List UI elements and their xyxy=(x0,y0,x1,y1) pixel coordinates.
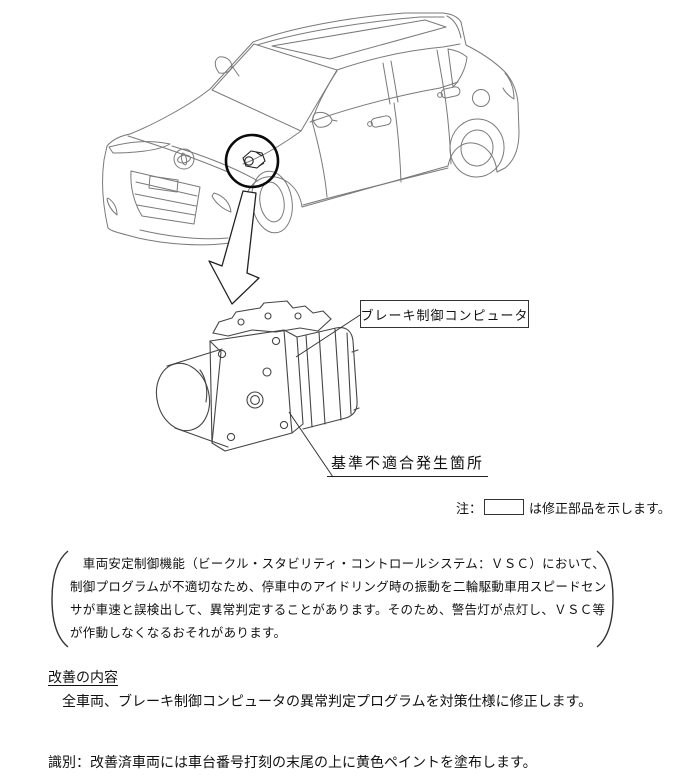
defect-description-line: 制御プログラムが不適切なため、停車中のアイドリング時の振動を二輪駆動車用スピード… xyxy=(70,580,607,594)
improvement-heading: 改善の内容 xyxy=(48,669,118,685)
repair-part-box-symbol xyxy=(484,499,525,515)
improvement-body: 全車両、ブレーキ制御コンピュータの異常判定プログラムを対策仕様に修正します。 xyxy=(48,693,593,709)
brake-actuator-drawing xyxy=(155,300,360,452)
note-prefix: 注： xyxy=(456,500,483,516)
callout-leader-line xyxy=(295,314,361,358)
rear-wheel xyxy=(449,118,505,178)
door-handle-rear xyxy=(437,86,461,99)
far-side-mirror xyxy=(214,56,240,77)
defect-description-block: 車両安定制御機能（ビークル・スタビリティ・コントロールシステム：ＶＳＣ）において… xyxy=(70,553,607,645)
note-line: 注： は修正部品を示します。 xyxy=(456,497,671,517)
fuel-door xyxy=(472,89,490,107)
brand-emblem xyxy=(173,148,195,170)
defect-leader-line xyxy=(288,411,334,478)
ecu-housing xyxy=(296,327,360,430)
door-handle-front xyxy=(367,115,392,128)
near-side-mirror xyxy=(312,111,338,128)
component-callout-label: ブレーキ制御コンピュータ xyxy=(360,307,529,323)
car-line-drawing xyxy=(102,12,520,246)
defect-description-line: サが車速と誤検出して、異常判定することがあります。そのため、警告灯が点灯し、ＶＳ… xyxy=(70,603,606,617)
headlamp xyxy=(108,141,171,154)
front-grille xyxy=(130,170,201,225)
defect-description-line: が作動しなくなるおそれがあります。 xyxy=(70,626,287,640)
defect-description-line: 車両安定制御機能（ビークル・スタビリティ・コントロールシステム：ＶＳＣ）において… xyxy=(70,557,606,571)
defect-location-label: 基準不適合発生箇所 xyxy=(327,452,489,477)
marked-part-sketch xyxy=(242,150,266,169)
down-arrow xyxy=(208,190,260,305)
component-callout-box: ブレーキ制御コンピュータ xyxy=(360,300,529,328)
pump-motor-cylinder xyxy=(155,348,229,448)
paren-right xyxy=(596,550,614,648)
identification-line: 識別：改善済車両には車台番号打刻の末尾の上に黄色ペイントを塗布します。 xyxy=(48,754,537,770)
note-suffix: は修正部品を示します。 xyxy=(529,500,671,516)
location-circle-marker xyxy=(224,133,280,189)
paren-left xyxy=(51,550,69,648)
license-plate xyxy=(148,175,179,193)
